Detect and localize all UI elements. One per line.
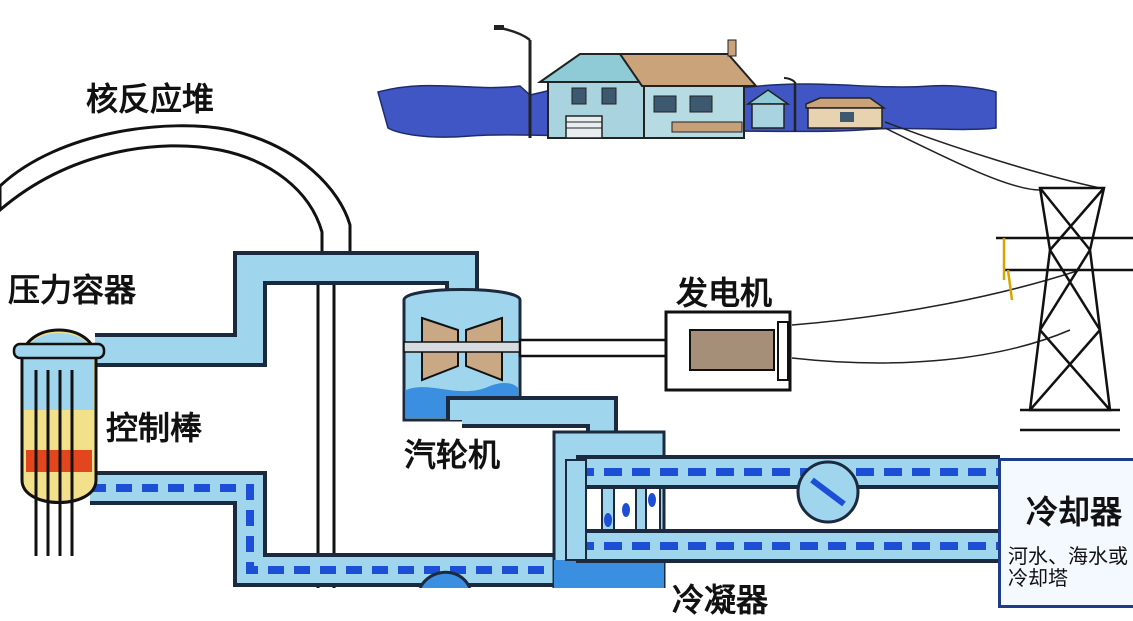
street-lamp-icon bbox=[494, 25, 532, 138]
town-scene bbox=[377, 25, 997, 139]
cooler-description-line1: 河水、海水或 bbox=[1008, 544, 1128, 568]
generator bbox=[664, 310, 792, 392]
cooler-label: 冷却器 bbox=[1026, 493, 1123, 531]
pressure-vessel-label: 压力容器 bbox=[8, 271, 137, 309]
house-icon bbox=[805, 97, 887, 129]
condenser-label: 冷凝器 bbox=[672, 581, 769, 619]
steam-pipe bbox=[95, 251, 479, 367]
house-icon bbox=[745, 89, 791, 129]
feedwater-pipe bbox=[90, 471, 560, 587]
nuclear-power-diagram bbox=[0, 25, 1133, 588]
cooler-description-line2: 冷却塔 bbox=[1008, 566, 1068, 590]
exhaust-pipe bbox=[446, 396, 618, 432]
control-rod-label: 控制棒 bbox=[106, 409, 203, 447]
street-lamp-icon bbox=[783, 77, 797, 132]
turbine-label: 汽轮机 bbox=[404, 436, 501, 474]
pressure-vessel bbox=[12, 328, 106, 556]
cooler-description: 河水、海水或 冷却塔 bbox=[1008, 545, 1128, 589]
cooling-loop bbox=[565, 455, 1000, 563]
power-lines bbox=[791, 121, 1101, 364]
transmission-tower-icon bbox=[996, 186, 1133, 432]
control-rods bbox=[34, 370, 74, 556]
condenser-outlet-pipe bbox=[418, 570, 472, 588]
reactor-label: 核反应堆 bbox=[86, 80, 215, 118]
generator-label: 发电机 bbox=[676, 274, 773, 312]
turbine-shaft bbox=[518, 338, 672, 358]
house-icon bbox=[536, 39, 759, 139]
